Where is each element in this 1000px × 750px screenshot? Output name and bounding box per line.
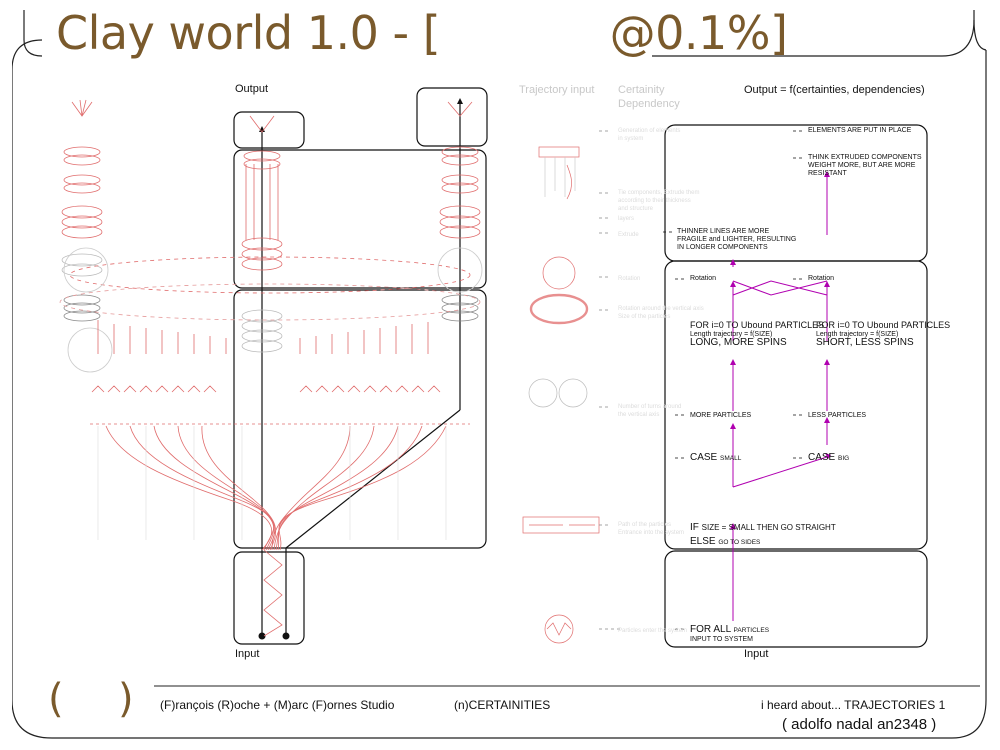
trajectory-input-header: Trajectory input [519,84,595,96]
lower-box [233,289,487,549]
footer-paren-open: ( [48,676,64,722]
ghost-note: Rotation [618,276,641,282]
node-else: ELSE GO TO SIDES [690,536,760,549]
footer-paren-close: ) [118,676,134,722]
node-for-left-3: LONG, MORE SPINS [690,337,787,348]
ghost-note: Extrude [618,232,639,238]
node-thick-3: RESISTANT [808,170,847,177]
node-forall-b: PARTICLES [733,627,770,634]
node-else-b: GO TO SIDES [718,539,761,546]
right-input-label: Input [744,648,769,660]
node-thin-2: FRAGILE and LIGHTER, RESULTING [677,236,797,243]
trajectory-diagram [59,87,488,645]
node-case-small-a: CASE [690,452,718,463]
node-thick-1: THINK EXTRUDED COMPONENTS [808,154,922,161]
node-for-left-1: FOR i=0 TO Ubound PARTICLES [690,320,825,330]
ghost-note: Path of the particles [618,522,672,528]
certainty-header: Certainity [618,84,665,96]
node-else-a: ELSE [690,536,716,547]
node-thin-1: THINNER LINES ARE MORE [677,228,770,235]
ghost-note: Size of the particles [618,314,671,320]
ghost-note: Generation of elements [618,128,681,134]
node-for-left: FOR i=0 TO Ubound PARTICLES Length traje… [690,321,824,348]
ghost-note: Number of turns around [618,404,682,410]
node-case-small: CASE SMALL [690,452,741,465]
node-case-big-a: CASE [808,452,836,463]
node-case-big-b: BIG [838,455,850,462]
node-case-small-b: SMALL [720,455,742,462]
node-forall-a: FOR ALL [690,624,731,635]
node-thick-2: WEIGHT MORE, BUT ARE MORE [808,162,916,169]
top-right-box [416,87,488,147]
ghost-note: Tie components, Extrude them [618,190,700,196]
footer-heard-about: i heard about... TRAJECTORIES 1 [761,698,946,712]
node-forall-input: INPUT TO SYSTEM [690,636,754,643]
flow-bottom-box [664,550,928,648]
node-for-right-3: SHORT, LESS SPINS [816,337,914,348]
ghost-note: and structure [618,206,654,212]
node-if-b: SIZE = SMALL THEN GO STRAIGHT [701,523,836,532]
node-elements-in-place: ELEMENTS ARE PUT IN PLACE [808,127,912,134]
node-less-particles: LESS PARTICLES [808,412,867,419]
node-rotation-left: Rotation [690,275,717,282]
node-rotation-right: Rotation [808,275,835,282]
output-label: Output [235,83,269,95]
ghost-note: Entrance into the system [618,530,685,536]
ghost-note: the vertical axis [618,412,660,418]
page-title: Clay world 1.0 - [ @0.1%] [56,6,788,60]
output-formula: Output = f(certainties, dependencies) [744,84,925,96]
ghost-note: according to their thickness [618,198,691,204]
node-more-particles: MORE PARTICLES [690,412,752,419]
node-thin-3: IN LONGER COMPONENTS [677,244,768,251]
flow-middle-box [664,260,928,550]
node-forall: FOR ALL PARTICLES [690,624,769,637]
input-box [233,551,305,645]
node-if-a: IF [690,522,699,533]
input-label: Input [235,648,260,660]
node-for-right-2: Length trajectory = f(SIZE) [816,331,899,338]
node-for-left-2: Length trajectory = f(SIZE) [690,331,773,338]
node-case-big: CASE BIG [808,452,849,465]
ghost-note: in system [618,136,644,142]
ghost-note: Particles enter the system [618,628,688,634]
outer-frame [12,10,987,739]
output-box [233,111,305,149]
dependency-header: Dependency [618,98,680,110]
node-if: IF SIZE = SMALL THEN GO STRAIGHT [690,522,836,534]
footer-uncertainties: (n)CERTAINITIES [454,698,551,712]
ghost-note: Rotation around the vertical axis [618,306,704,312]
flowchart [522,124,928,648]
footer-author: ( adolfo nadal an2348 ) [782,716,937,733]
footer-studio: (F)rançois (R)oche + (M)arc (F)ornes Stu… [160,698,395,712]
node-for-right-1: FOR i=0 TO Ubound PARTICLES [816,320,951,330]
ghost-note: layers [618,216,635,222]
node-for-right: FOR i=0 TO Ubound PARTICLES Length traje… [816,321,950,348]
middle-box [233,149,487,289]
